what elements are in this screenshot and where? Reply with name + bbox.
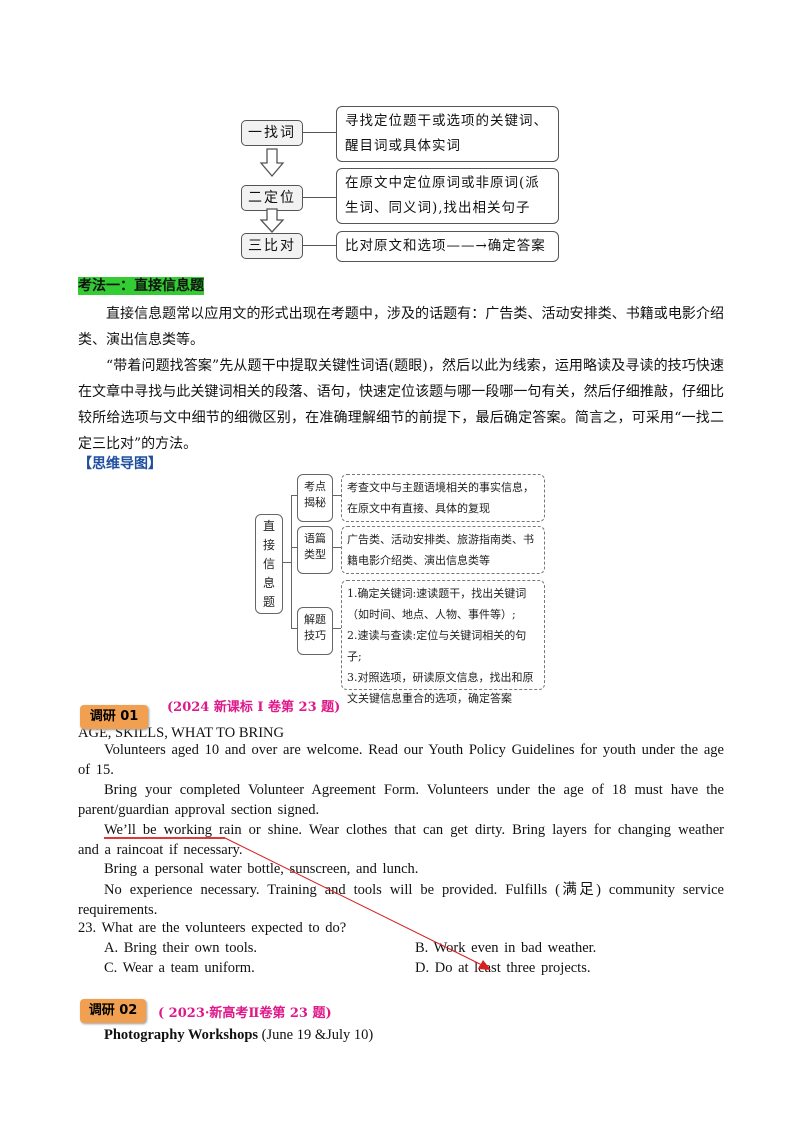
mindmap-connector [291,628,297,629]
intro-paragraph: 直接信息题常以应用文的形式出现在考题中，涉及的话题有：广告类、活动安排类、书籍或… [78,306,724,348]
study1-heading: AGE, SKILLS, WHAT TO BRING [78,725,284,741]
study1-paragraph: Bring your completed Volunteer Agreement… [78,782,724,818]
study2-source: ( 2023·新高考Ⅱ卷第 23 题) [158,1006,332,1021]
mindmap-desc-1: 考查文中与主题语境相关的事实信息， 在原文中有直接、具体的复现 [341,474,545,522]
flow-desc-1: 寻找定位题干或选项的关键词、 醒目词或具体实词 [336,106,559,162]
mindmap-branch-3: 解题 技巧 [297,607,333,655]
flow-connector-2 [303,197,336,199]
mindmap-connector [333,495,341,496]
flow-desc-3: 比对原文和选项——→确定答案 [336,231,559,262]
study2-badge: 调研 02 [80,999,146,1023]
study1-paragraph: No experience necessary. Training and to… [78,882,724,918]
flow-desc-2: 在原文中定位原词或非原词(派 生词、同义词),找出相关句子 [336,168,559,224]
study1-question: 23. What are the volunteers expected to … [78,920,347,936]
flow-step-1: 一找词 [241,120,303,146]
study1-paragraph: We’ll be working rain or shine. Wear clo… [78,822,724,858]
mindmap-branch-1: 考点 揭秘 [297,474,333,522]
study1-paragraph: Volunteers aged 10 and over are welcome.… [78,742,724,778]
down-arrow-icon [259,208,285,233]
mindmap-connector [291,547,297,548]
flow-step-3: 三比对 [241,233,303,259]
mindmap-connector [333,628,341,629]
mindmap-connector [333,547,341,548]
flow-connector-1 [303,132,336,134]
mindmap-connector [283,562,291,563]
method-paragraph: “带着问题找答案”先从题干中提取关键性词语(题眼)，然后以此为线索，运用略读及寻… [78,358,724,452]
study1-badge: 调研 01 [80,705,148,729]
study1-paragraph: Bring a personal water bottle, sunscreen… [104,861,419,877]
flow-step-2: 二定位 [241,185,303,211]
study1-option-c: C. Wear a team uniform. [104,960,255,976]
flow-connector-3 [303,245,336,247]
study1-source: (2024 新课标 I 卷第 23 题) [167,700,341,715]
mindmap-desc-3: 1.确定关键词:速读题干，找出关键词 （如时间、地点、人物、事件等）; 2.速读… [341,580,545,705]
down-arrow-icon [259,148,285,178]
mindmap-root: 直 接 信 息 题 [255,514,283,614]
study1-option-b: B. Work even in bad weather. [415,940,597,956]
mindmap-desc-2: 广告类、活动安排类、旅游指南类、书 籍电影介绍类、演出信息类等 [341,526,545,574]
study1-option-a: A. Bring their own tools. [104,940,257,956]
mindmap-title: 【思维导图】 [78,456,162,472]
mindmap-connector [291,495,292,628]
mindmap-branch-2: 语篇 类型 [297,526,333,574]
mindmap-connector [291,495,297,496]
study1-option-d: D. Do at least three projects. [415,960,591,976]
section-heading: 考法一：直接信息题 [78,277,204,295]
study2-title: Photography Workshops (June 19 &July 10) [104,1027,374,1043]
